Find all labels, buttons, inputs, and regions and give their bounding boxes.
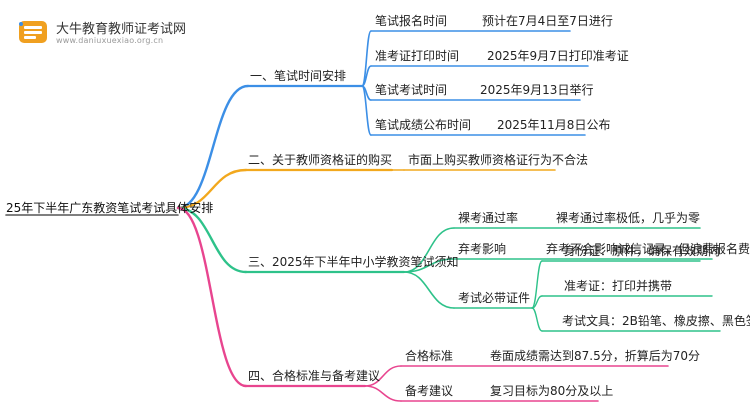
branch-4-label: 四、合格标准与备考建议 xyxy=(248,368,380,383)
branch-3-item-3-child-2-label: 准考证：打印并携带 xyxy=(564,278,672,293)
branch-1-item-3-label: 笔试考试时间 xyxy=(375,82,447,97)
branch-4-item-2-label: 备考建议 xyxy=(405,384,453,398)
branch-3-item-3-child-1-curve xyxy=(531,260,543,309)
branch-2-item-1-label: 市面上购买教师资格证行为不合法 xyxy=(408,152,588,167)
branch-3-item-3-child-1-label: 身份证：原件，确保有效期内 xyxy=(564,243,720,258)
branch-3-item-3-child-3-label: 考试文具：2B铅笔、橡皮擦、黑色签字笔等 xyxy=(562,313,750,328)
book-icon xyxy=(19,21,47,43)
branch-1-curve xyxy=(176,84,250,210)
branch-4-item-1-label: 合格标准 xyxy=(405,348,453,363)
branch-1-item-3-value: 2025年9月13日举行 xyxy=(480,83,593,97)
branch-1-item-2-value: 2025年9月7日打印准考证 xyxy=(487,49,629,63)
branch-1-item-2-curve xyxy=(361,65,372,87)
branch-2-label: 二、关于教师资格证的购买 xyxy=(248,152,392,167)
mindmap-labels: 25年下半年广东教资笔试考试具体安排 一、笔试时间安排 笔试报名时间 预计在7月4日至… xyxy=(6,13,750,398)
logo-title: 大牛教育教师证考试网 xyxy=(56,22,187,37)
branch-4-item-1-value: 卷面成绩需达到87.5分，折算后为70分 xyxy=(490,348,700,363)
branch-1-item-2-label: 准考证打印时间 xyxy=(375,49,459,63)
branch-4-curve xyxy=(176,206,248,388)
branch-1-item-1-label: 笔试报名时间 xyxy=(375,13,447,28)
branch-3-item-2-value: 弃考不会影响诚信记录，但浪费报名费 xyxy=(546,241,750,256)
branch-1-item-4-value: 2025年11月8日公布 xyxy=(497,118,610,132)
branch-1-item-4-curve xyxy=(361,85,372,136)
branch-3-item-1-curve xyxy=(403,227,455,273)
branch-4-item-1-curve xyxy=(364,365,402,387)
branch-3-item-3-label: 考试必带证件 xyxy=(458,290,530,305)
branch-3-curve xyxy=(176,206,248,274)
branch-1-label: 一、笔试时间安排 xyxy=(250,68,346,83)
branch-4-item-2-curve xyxy=(364,385,402,402)
branch-3-item-2-label: 弃考影响 xyxy=(458,241,506,256)
branch-4-item-2-value: 复习目标为80分及以上 xyxy=(490,384,613,398)
branch-1-item-4-label: 笔试成绩公布时间 xyxy=(375,117,471,132)
branch-3-item-3-child-2-curve xyxy=(531,295,543,309)
branch-3-item-3-child-3-curve xyxy=(531,307,543,332)
mindmap-edges xyxy=(5,30,721,402)
branch-3-item-1-label: 裸考通过率 xyxy=(458,210,518,225)
branch-3-item-3-curve xyxy=(403,271,455,309)
root-node-label: 25年下半年广东教资笔试考试具体安排 xyxy=(6,200,213,215)
logo: 大牛教育教师证考试网 www.daniuxuexiao.org.cn xyxy=(14,14,204,50)
branch-3-item-2-curve xyxy=(403,258,455,273)
logo-subtitle: www.daniuxuexiao.org.cn xyxy=(56,36,164,45)
branch-1-item-1-value: 预计在7月4日至7日进行 xyxy=(482,14,613,28)
branch-3-label: 三、2025年下半年中小学教资笔试须知 xyxy=(248,254,459,269)
branch-3-item-1-value: 裸考通过率极低，几乎为零 xyxy=(556,210,700,225)
branch-2-curve xyxy=(176,168,248,210)
